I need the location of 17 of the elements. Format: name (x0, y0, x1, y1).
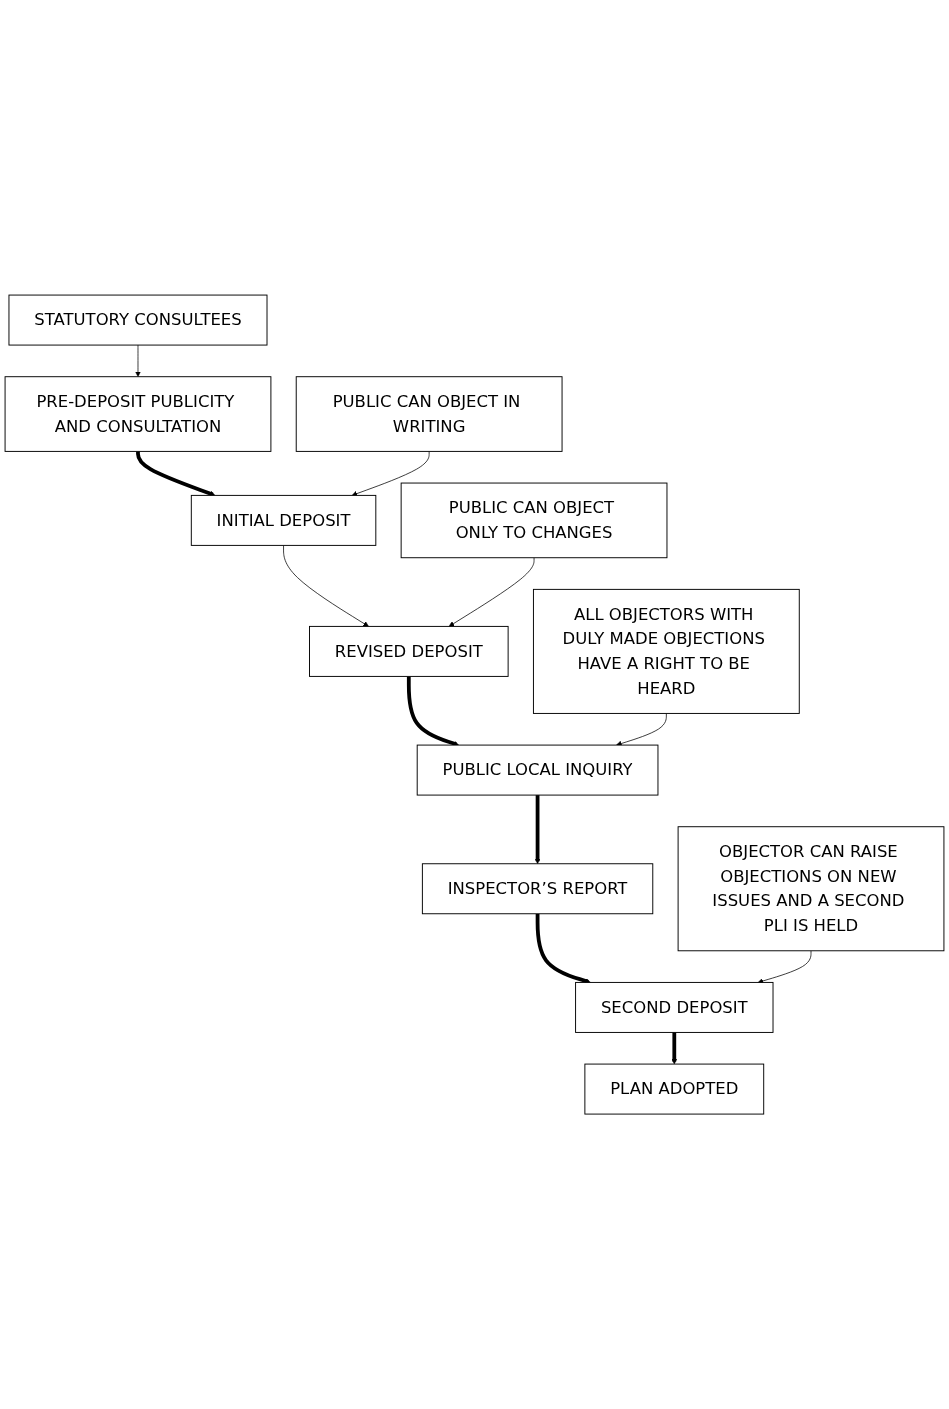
node-box: PUBLIC CAN OBJECT IN WRITING (295, 376, 563, 452)
node-box: STATUTORY CONSULTEES (8, 294, 268, 346)
arrow (671, 1032, 678, 1065)
node-box: PLAN ADOPTED (584, 1063, 765, 1115)
arrow (406, 676, 459, 747)
node-box: PRE-DEPOSIT PUBLICITY AND CONSULTATION (4, 376, 272, 452)
node-box: PUBLIC CAN OBJECT ONLY TO CHANGES (400, 482, 668, 559)
node-box: OBJECTOR CAN RAISE OBJECTIONS ON NEW ISSUES AND A SECOND PLI IS HELD (677, 826, 945, 952)
node-box: INSPECTOR’S REPORT (421, 863, 654, 915)
arrow (535, 913, 591, 984)
node-box: PUBLIC LOCAL INQUIRY (416, 744, 659, 796)
node-box: INITIAL DEPOSIT (190, 494, 377, 546)
arrow (136, 451, 216, 497)
arrow (534, 795, 541, 864)
node-box: SECOND DEPOSIT (575, 981, 774, 1033)
node-box: REVISED DEPOSIT (309, 625, 509, 677)
node-box: ALL OBJECTORS WITH DULY MADE OBJECTIONS HAVE A RIGHT TO BE HEARD (532, 588, 800, 714)
